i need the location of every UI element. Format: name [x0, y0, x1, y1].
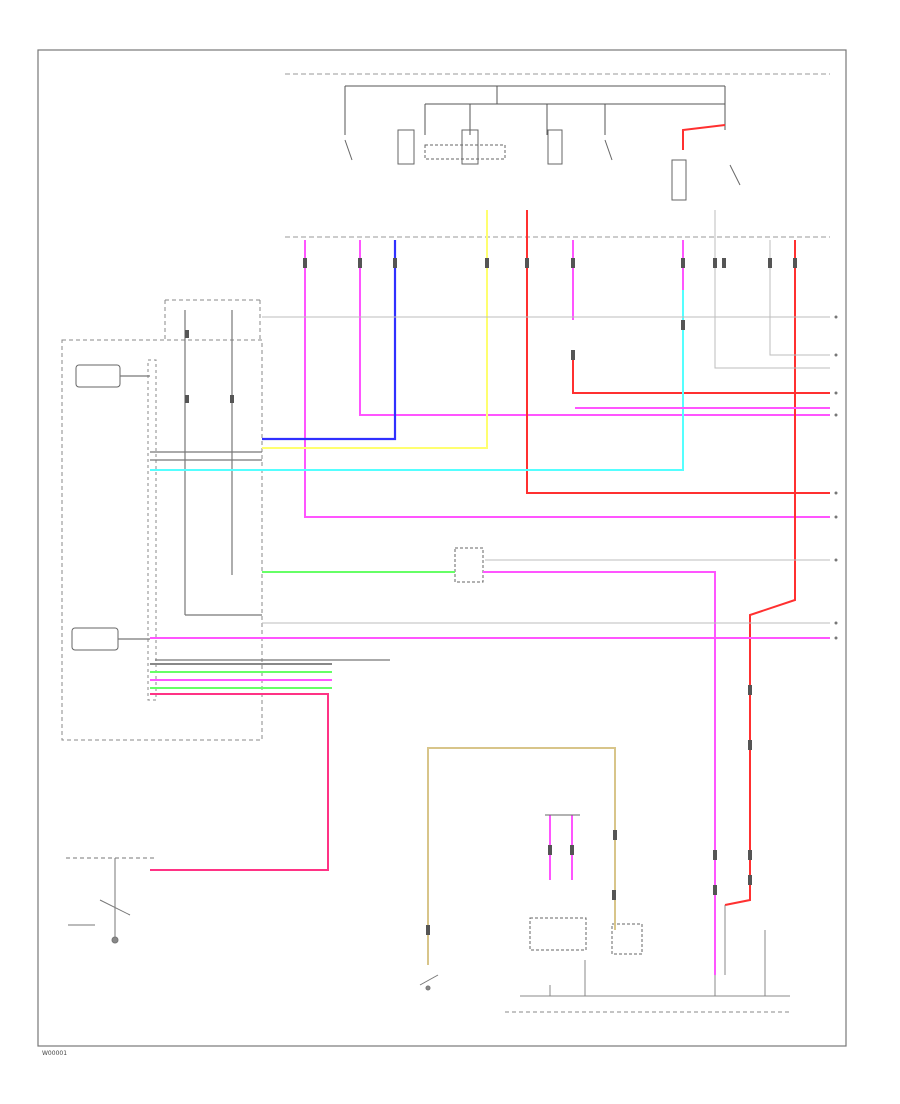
wire-red-2 — [572, 350, 830, 394]
ground-switch — [419, 974, 439, 991]
light-wires — [262, 210, 830, 624]
bottom-bus — [505, 905, 790, 1013]
wire-pink-sensor — [483, 571, 716, 975]
control-unit-box — [61, 299, 263, 741]
sub-component-boxes — [71, 364, 643, 955]
wire-red-1 — [526, 210, 830, 494]
terminal-dots — [834, 315, 838, 640]
wire-hot-pink — [150, 693, 329, 871]
footer-code: W00001 — [42, 1050, 67, 1057]
connector-ticks — [185, 258, 797, 935]
wire-pink-2 — [359, 240, 830, 416]
wire-red-right — [724, 240, 796, 906]
fuse-box-boundary — [285, 73, 830, 238]
internal-wiring — [118, 310, 390, 661]
wire-yellow — [262, 210, 488, 449]
switch-assembly — [66, 857, 155, 944]
wire-red-top — [682, 124, 726, 150]
diagram-frame — [37, 49, 847, 1047]
wire-pink-left — [304, 240, 830, 518]
wire-tan — [427, 747, 616, 965]
wire-blue — [262, 240, 397, 441]
relay-symbols — [344, 129, 741, 201]
wire-cyan — [150, 290, 684, 471]
